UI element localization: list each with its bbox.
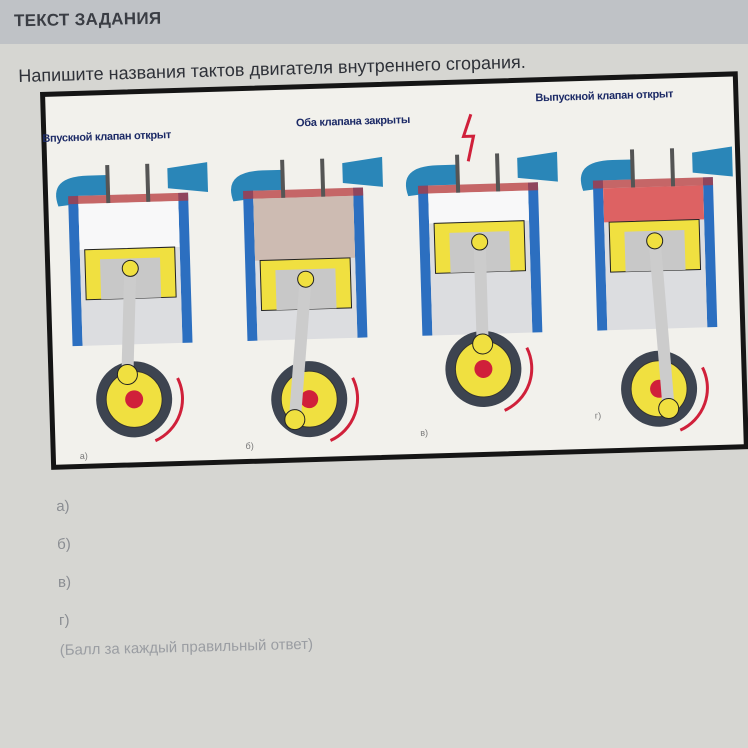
exhaust-port — [342, 156, 383, 187]
crank-center — [300, 390, 319, 409]
cylinder-head — [243, 187, 364, 200]
combustion-chamber — [253, 195, 356, 261]
piston-pin — [471, 233, 489, 251]
cylinder-wall-right — [527, 182, 543, 333]
exhaust-valve — [495, 153, 501, 192]
cylinder-wall-left — [417, 185, 433, 336]
cylinder-head — [68, 192, 189, 205]
answer-v: в) — [57, 573, 72, 591]
cylinder-head — [592, 177, 714, 189]
engine-strokes-figure: Впускной клапан открыт Оба клапана закры… — [40, 71, 748, 470]
exhaust-port — [167, 162, 209, 193]
cylinder-wall-left — [592, 180, 608, 331]
crank-pin — [472, 333, 494, 355]
rotation-arrow — [154, 377, 184, 443]
connecting-rod — [648, 240, 675, 409]
crank-center — [125, 390, 144, 409]
exhaust-valve — [669, 148, 676, 187]
rotation-arrow — [679, 366, 709, 432]
cylinder-wall-right — [352, 187, 368, 338]
combustion-chamber — [603, 185, 705, 223]
header-title: ТЕКСТ ЗАДАНИЯ — [13, 8, 162, 31]
connecting-rod — [473, 241, 489, 345]
combustion-chamber — [78, 200, 180, 250]
cylinder-wall-left — [68, 195, 83, 347]
intake-valve — [280, 159, 286, 198]
answer-list: а) б) в) г) (Балл за каждый правильный о… — [56, 492, 313, 659]
crank-pin — [284, 409, 306, 431]
cylinder-wall-right — [178, 192, 193, 343]
panel-letter-v: в) — [420, 427, 429, 438]
panel-letter-a: а) — [79, 450, 88, 461]
rotation-arrow — [329, 377, 360, 442]
crank-center — [474, 359, 493, 378]
piston-pin — [297, 270, 315, 288]
cylinder-wall-left — [243, 190, 258, 341]
piston-pin — [121, 259, 139, 277]
crank-pin — [116, 364, 138, 386]
answer-a: а) — [56, 497, 70, 515]
exhaust-valve — [145, 163, 151, 202]
exhaust-port — [517, 151, 558, 182]
intake-valve — [105, 164, 111, 204]
panel-letter-b: б) — [245, 440, 254, 452]
cylinder-head — [417, 182, 539, 194]
answer-b: б) — [56, 535, 71, 553]
exhaust-valve — [320, 158, 326, 197]
intake-valve — [455, 154, 461, 193]
piston-pin — [646, 232, 664, 250]
rotation-arrow — [504, 346, 534, 412]
connecting-rod — [288, 278, 312, 421]
crank-pin — [658, 397, 680, 419]
header-bar: ТЕКСТ ЗАДАНИЯ — [0, 0, 748, 44]
connecting-rod — [121, 268, 137, 375]
combustion-chamber — [428, 190, 530, 224]
exhaust-port — [692, 146, 733, 177]
panel-letter-g: г) — [594, 410, 602, 421]
intake-valve — [629, 149, 636, 188]
engine-diagram — [56, 113, 733, 443]
cylinder-wall-right — [702, 177, 718, 328]
spark-icon — [461, 113, 476, 162]
